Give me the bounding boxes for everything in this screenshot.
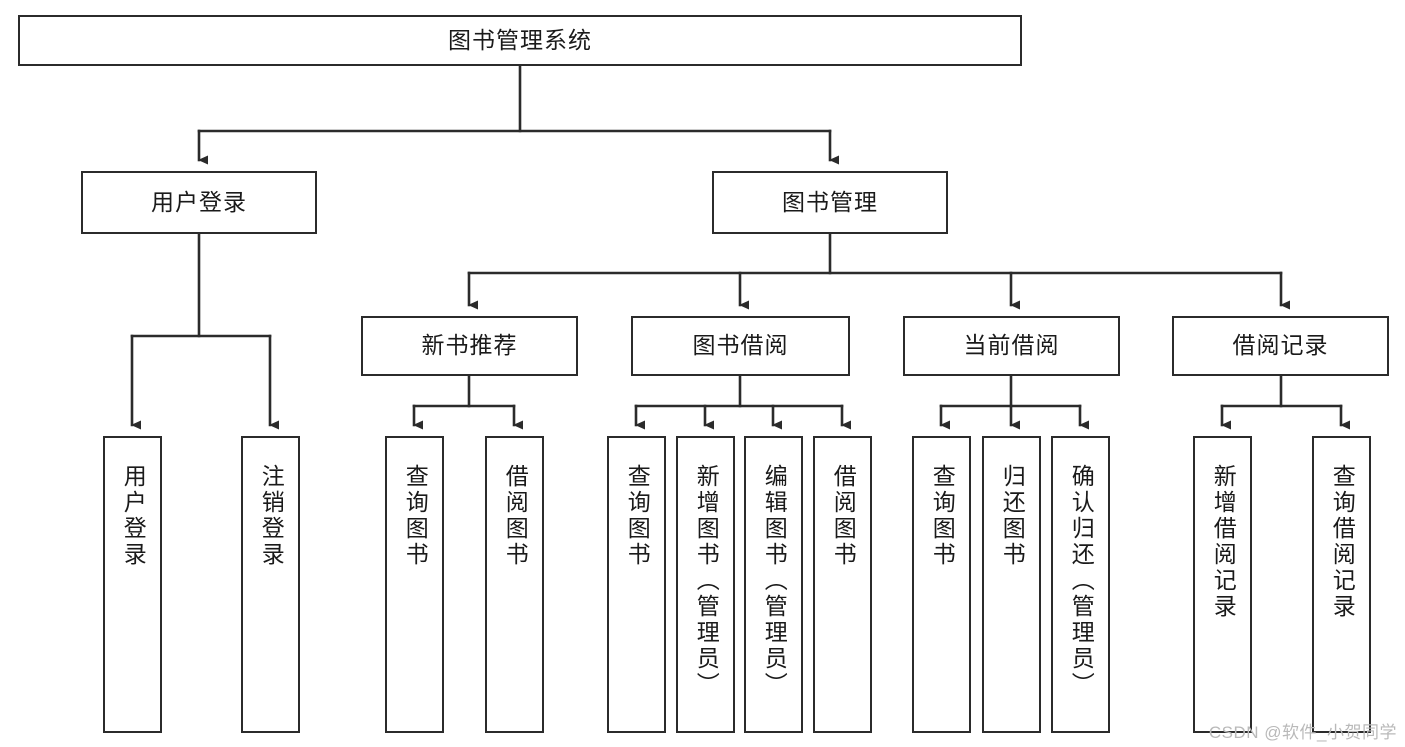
node-label: 图书管理系统 [448,26,592,53]
node-label: 查询图书 [402,464,429,568]
node-label: 注销登录 [258,464,285,568]
leaf-book-borrow-query-book[interactable]: 查询图书 [607,436,666,733]
node-label: 归还图书 [999,464,1026,568]
node-label: 编辑图书（管理员） [761,464,788,698]
node-label: 查询图书 [624,464,651,568]
leaf-current-borrow-query-book[interactable]: 查询图书 [912,436,971,733]
node-borrow-record[interactable]: 借阅记录 [1172,316,1389,376]
node-label: 新增借阅记录 [1210,464,1237,620]
csdn-watermark: CSDN @软件_小贺同学 [1208,723,1397,742]
leaf-user-login-signout[interactable]: 注销登录 [241,436,300,733]
node-current-borrow[interactable]: 当前借阅 [903,316,1120,376]
node-label: 新增图书（管理员） [693,464,720,698]
node-book-borrow[interactable]: 图书借阅 [631,316,850,376]
node-label: 借阅记录 [1232,332,1329,359]
leaf-borrow-record-add-record[interactable]: 新增借阅记录 [1193,436,1252,733]
node-label: 确认归还（管理员） [1068,464,1095,698]
leaf-book-borrow-borrow-book[interactable]: 借阅图书 [813,436,872,733]
leaf-user-login-signin[interactable]: 用户登录 [103,436,162,733]
node-label: 借阅图书 [830,464,857,568]
leaf-new-book-borrow-book[interactable]: 借阅图书 [485,436,544,733]
node-label: 查询图书 [929,464,956,568]
leaf-current-borrow-return-book[interactable]: 归还图书 [982,436,1041,733]
node-label: 用户登录 [151,188,247,215]
node-label: 图书管理 [782,188,878,215]
leaf-borrow-record-query-record[interactable]: 查询借阅记录 [1312,436,1371,733]
node-label: 新书推荐 [421,332,518,359]
node-root-system[interactable]: 图书管理系统 [18,15,1022,66]
node-label: 用户登录 [120,464,147,568]
leaf-new-book-query-book[interactable]: 查询图书 [385,436,444,733]
leaf-book-borrow-edit-book-admin[interactable]: 编辑图书（管理员） [744,436,803,733]
node-new-book-recommend[interactable]: 新书推荐 [361,316,578,376]
node-user-login[interactable]: 用户登录 [81,171,317,234]
node-label: 当前借阅 [963,332,1060,359]
node-label: 图书借阅 [692,332,789,359]
leaf-book-borrow-add-book-admin[interactable]: 新增图书（管理员） [676,436,735,733]
node-label: 查询借阅记录 [1329,464,1356,620]
node-label: 借阅图书 [502,464,529,568]
leaf-current-borrow-confirm-return-admin[interactable]: 确认归还（管理员） [1051,436,1110,733]
node-book-management[interactable]: 图书管理 [712,171,948,234]
